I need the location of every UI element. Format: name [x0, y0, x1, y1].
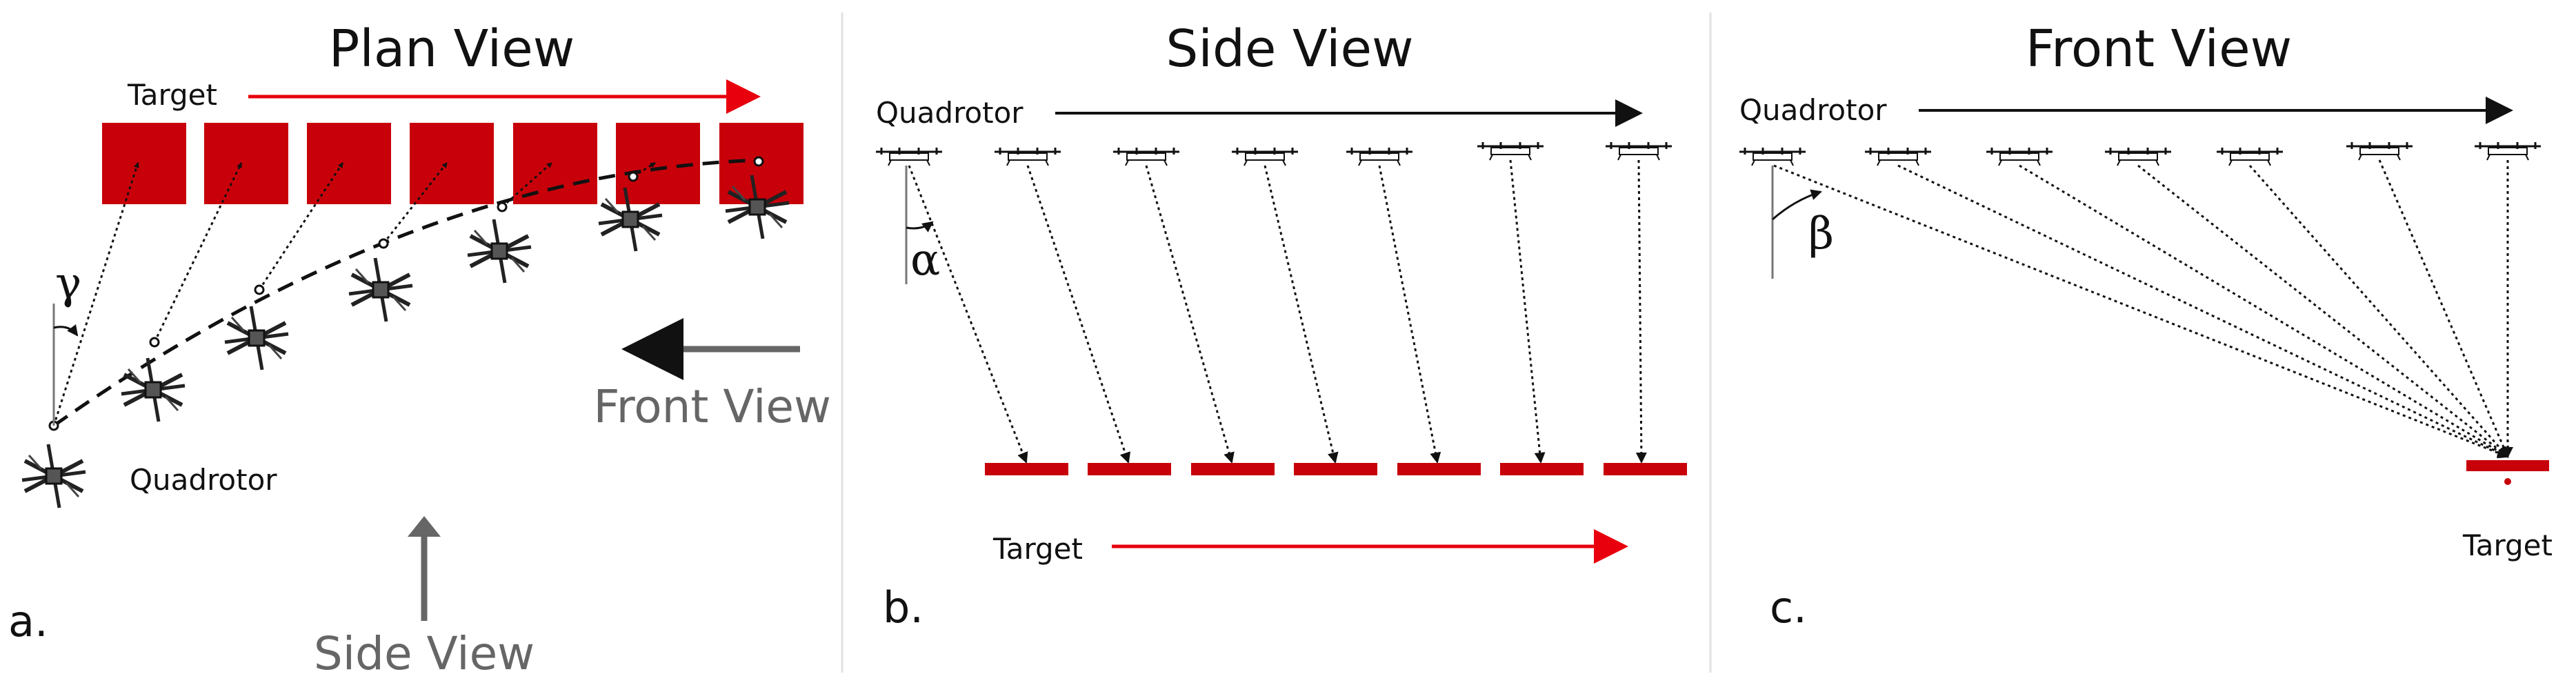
side-view-title: Side View	[1166, 19, 1413, 79]
flight-path	[52, 158, 759, 428]
plan-quadrotor-label: Quadrotor	[130, 463, 277, 497]
quadrotor-side-icon	[875, 146, 943, 167]
plan-sight-lines	[52, 161, 656, 426]
front-view-panel: Front View Quadrotor β Target c.	[1738, 19, 2553, 633]
quadrotor-top-icon	[22, 444, 86, 508]
target-bar-icon	[1191, 463, 1275, 475]
front-target-label: Target	[2462, 528, 2553, 562]
quadrotor-side-icon	[1604, 141, 1673, 161]
plan-target-label: Target	[127, 78, 217, 112]
plan-view-title: Plan View	[329, 19, 575, 79]
quadrotor-side-icon	[1112, 146, 1181, 167]
quadrotor-top-icon	[121, 358, 185, 422]
side-view-label: Side View	[314, 627, 535, 680]
target-block-icon	[616, 123, 700, 204]
side-target-label: Target	[992, 532, 1083, 566]
target-bar-icon	[2466, 460, 2549, 471]
target-block-icon	[102, 123, 186, 204]
panel-letter-a: a.	[8, 596, 48, 646]
front-quadrotor-label: Quadrotor	[1739, 93, 1887, 127]
panel-letter-c: c.	[1770, 582, 1807, 633]
front-quadrotors	[1738, 141, 2542, 167]
target-block-row	[102, 123, 803, 204]
target-block-icon	[410, 123, 494, 204]
quadrotor-side-icon	[1864, 146, 1933, 167]
front-view-label: Front View	[593, 380, 831, 433]
target-block-icon	[513, 123, 597, 204]
quadrotor-top-icon	[468, 219, 531, 283]
target-block-icon	[307, 123, 391, 204]
quadrotor-side-icon	[1345, 146, 1414, 167]
gamma-label: γ	[55, 258, 81, 309]
front-view-title: Front View	[2026, 19, 2292, 79]
front-sight-lines	[1773, 159, 2513, 459]
side-view-panel: Side View Quadrotor α	[875, 19, 1687, 633]
quadrotor-side-icon	[2104, 146, 2173, 167]
quadrotor-side-icon	[2215, 146, 2284, 167]
side-sight-lines	[908, 159, 1647, 464]
beta-label: β	[1808, 208, 1834, 259]
alpha-label: α	[910, 235, 940, 286]
target-block-icon	[204, 123, 288, 204]
side-view-arrowhead	[408, 516, 441, 537]
panel-letter-b: b.	[883, 582, 923, 633]
target-bar-icon	[1604, 463, 1687, 475]
gamma-arc	[53, 324, 79, 337]
target-bar-icon	[1294, 463, 1377, 475]
quadrotor-side-icon	[1738, 146, 1807, 167]
quadrotor-side-icon	[993, 146, 1062, 167]
quadrotor-side-icon	[1230, 146, 1299, 167]
quadrotor-top-icon	[225, 306, 288, 370]
quadrotor-side-icon	[2473, 141, 2542, 161]
side-quadrotor-label: Quadrotor	[876, 96, 1024, 130]
beta-arc	[1772, 189, 1822, 221]
side-target-bars	[985, 463, 1687, 475]
target-bar-icon	[985, 463, 1068, 475]
target-point	[2504, 478, 2511, 485]
alpha-arc	[906, 221, 934, 232]
quadrotor-side-icon	[1985, 146, 2054, 167]
quadrotor-top-icon	[349, 258, 412, 321]
target-bar-icon	[1397, 463, 1481, 475]
target-bar-icon	[1088, 463, 1171, 475]
quadrotor-side-icon	[1476, 141, 1545, 161]
quadrotor-side-icon	[2345, 141, 2414, 161]
plan-quadrotors	[22, 175, 789, 508]
side-quadrotors	[875, 141, 1673, 167]
plan-view-panel: Plan View Target	[8, 19, 831, 680]
target-bar-icon	[1500, 463, 1584, 475]
